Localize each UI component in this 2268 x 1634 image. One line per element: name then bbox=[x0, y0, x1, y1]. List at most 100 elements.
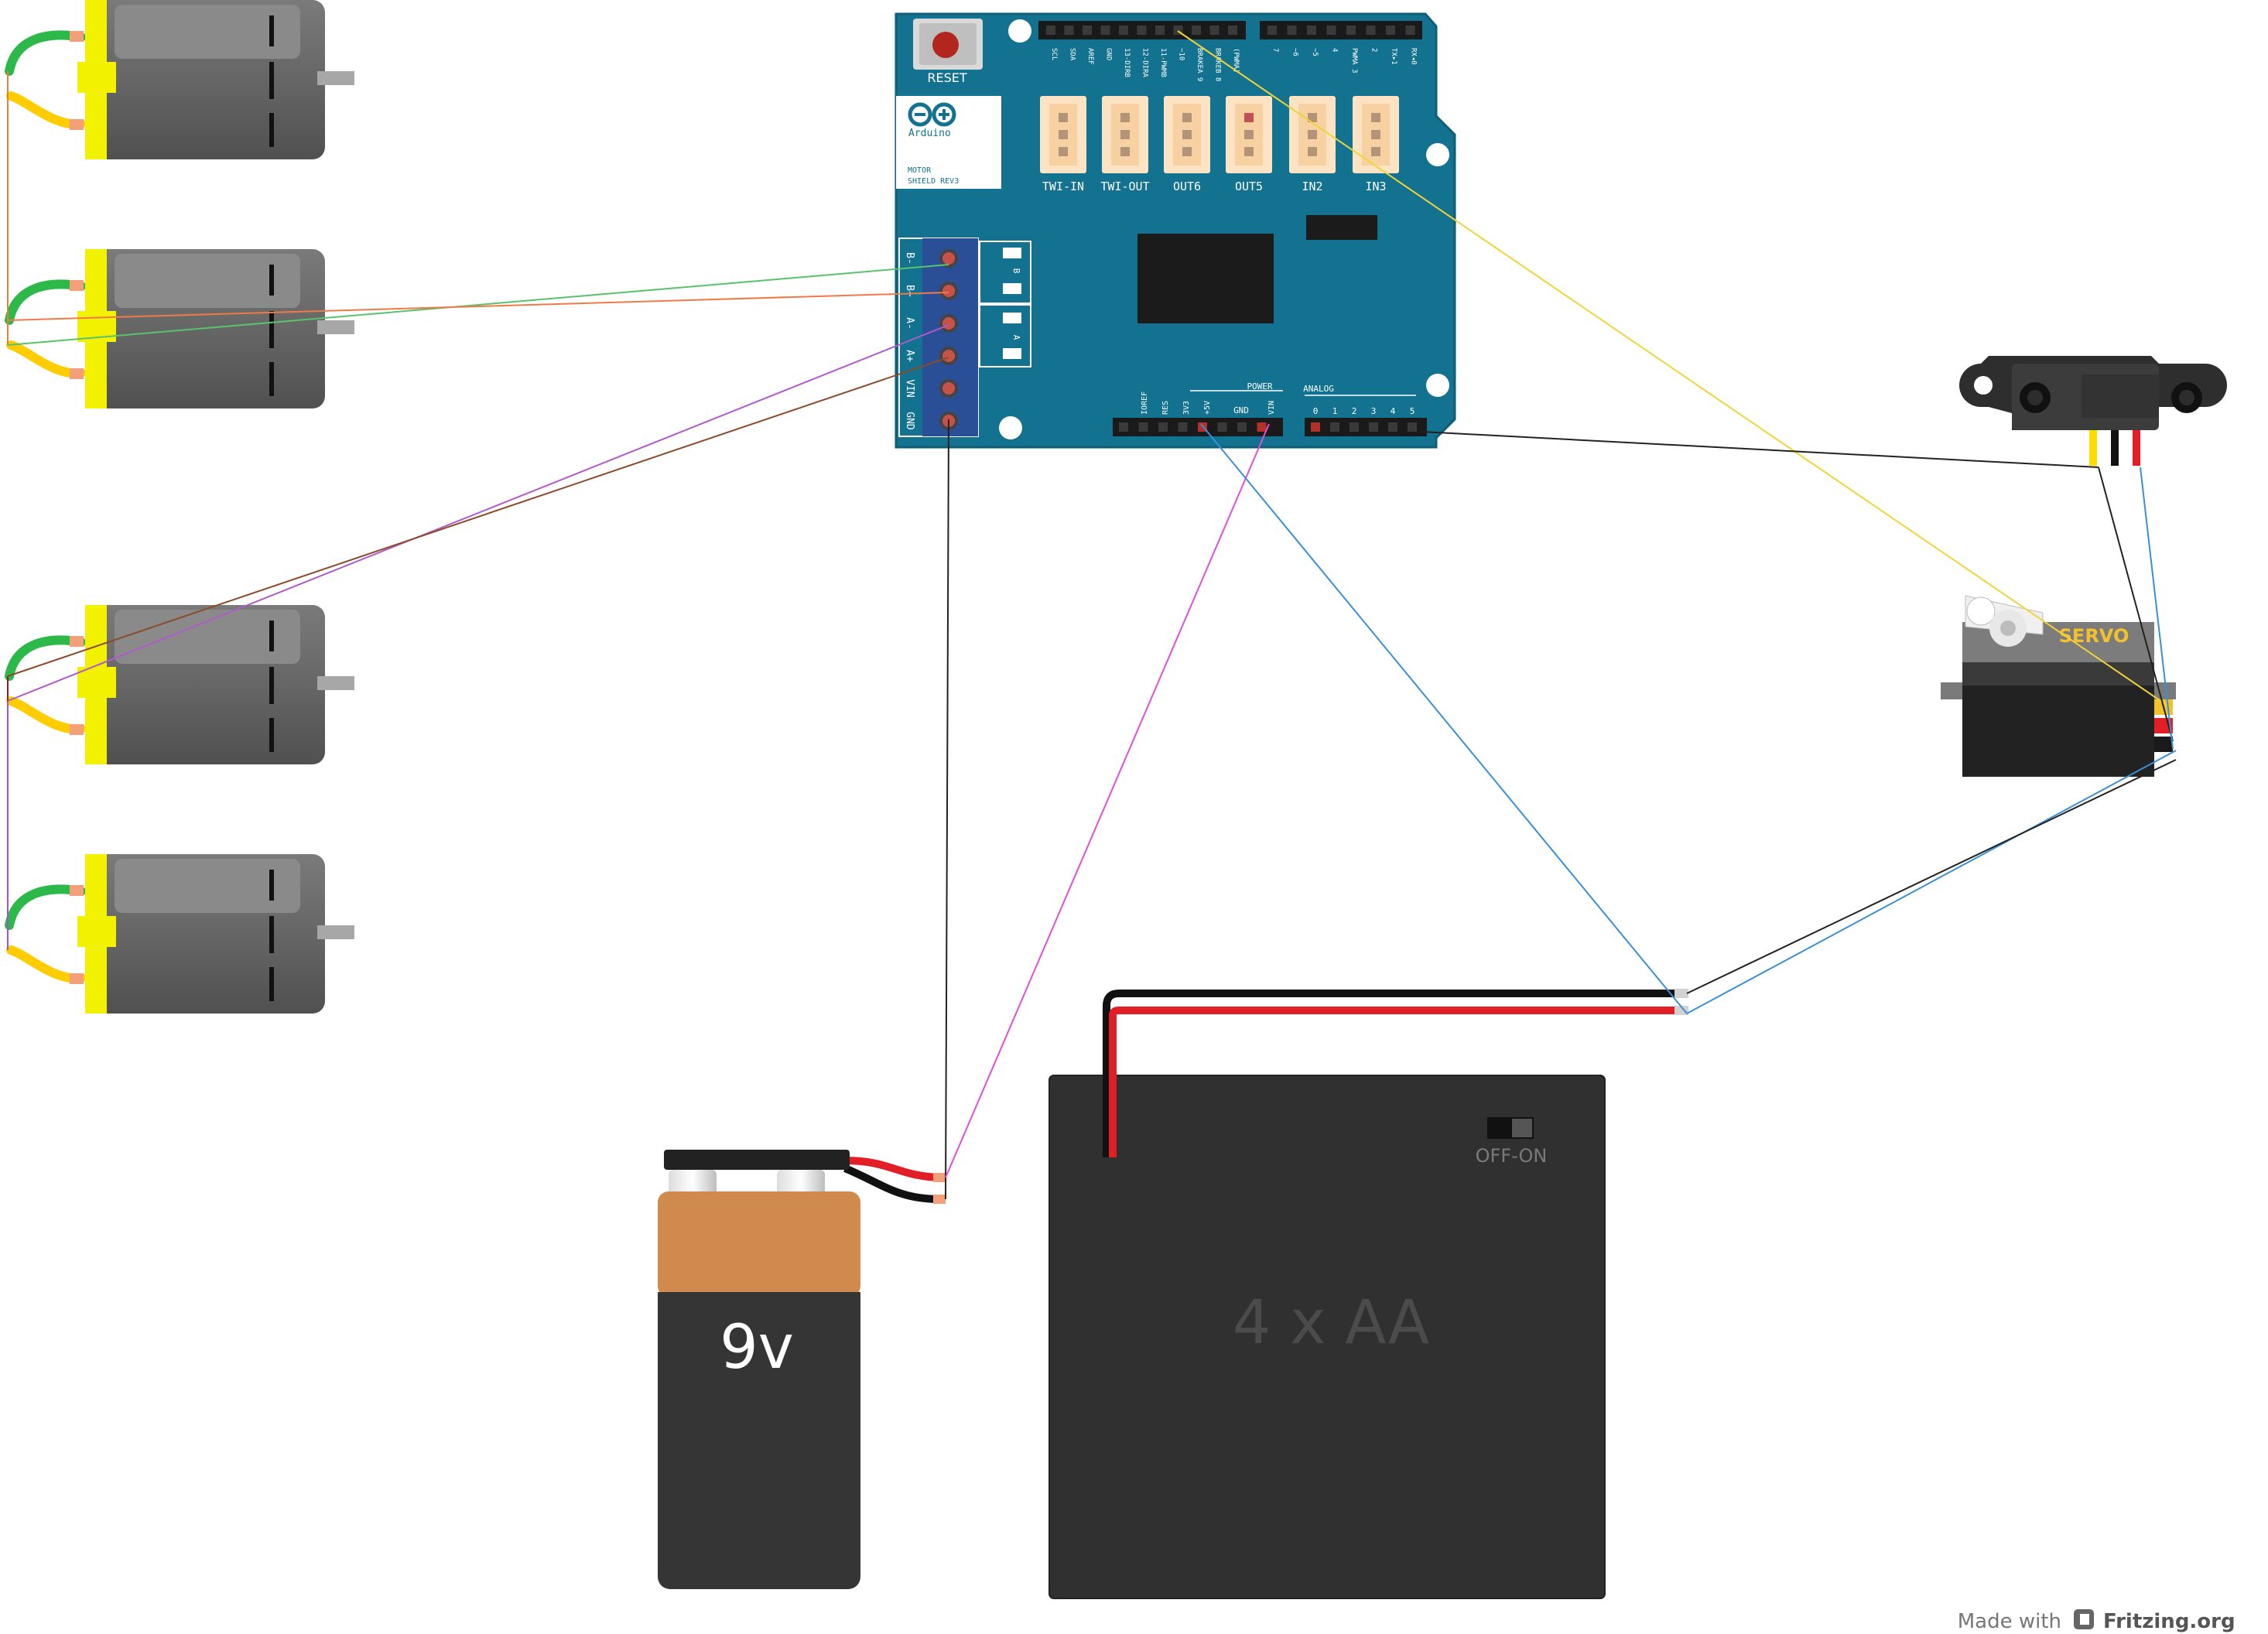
connector-pin bbox=[1244, 147, 1254, 156]
pin-label: 11-PWMB bbox=[1159, 48, 1167, 77]
dc-motor-1[interactable] bbox=[5, 0, 354, 159]
servo-motor[interactable]: SERVO bbox=[1941, 595, 2176, 777]
model-line-2: SHIELD REV3 bbox=[908, 177, 959, 186]
connector-label: IN3 bbox=[1365, 179, 1386, 193]
header-pin[interactable] bbox=[1386, 26, 1395, 35]
connector-pin bbox=[1371, 130, 1380, 139]
terminal-label: VIN bbox=[904, 379, 915, 397]
header-pin[interactable] bbox=[1228, 26, 1237, 35]
header-pin[interactable] bbox=[1209, 26, 1220, 35]
header-pin[interactable] bbox=[1311, 422, 1320, 432]
header-pin[interactable] bbox=[1083, 26, 1092, 35]
dc-motor-4[interactable] bbox=[5, 854, 354, 1014]
dc-motor-3[interactable] bbox=[5, 605, 354, 764]
header-pin[interactable] bbox=[1119, 26, 1128, 35]
wire-black-servo bbox=[1686, 759, 2177, 994]
pin-label: +5V bbox=[1203, 401, 1212, 415]
header-pin[interactable] bbox=[1158, 422, 1168, 432]
header-pin[interactable] bbox=[1408, 422, 1417, 432]
wire-orange-b-plus bbox=[7, 292, 949, 321]
header-pin[interactable] bbox=[1257, 422, 1267, 432]
analog-header[interactable] bbox=[1305, 418, 1427, 436]
header-pin[interactable] bbox=[1307, 26, 1316, 35]
screw-head bbox=[942, 317, 955, 330]
pin-label: RX◂0 bbox=[1410, 48, 1418, 65]
pin-label: 4 bbox=[1331, 48, 1339, 52]
pin-label: 13-DIRB bbox=[1123, 48, 1131, 77]
pin-label: IOREF bbox=[1141, 391, 1149, 415]
terminal-tag-b: B bbox=[1011, 268, 1021, 274]
connector-pin bbox=[1308, 130, 1317, 139]
battery-9v[interactable]: 9v bbox=[658, 1150, 946, 1589]
connector-pin bbox=[1182, 147, 1192, 156]
connector-pin bbox=[1244, 130, 1254, 139]
battery-pack-label: 4 x AA bbox=[1233, 1288, 1429, 1358]
header-pin[interactable] bbox=[1330, 422, 1339, 432]
pin-label: PWMA 3 bbox=[1350, 48, 1358, 73]
connector-label: OUT5 bbox=[1235, 179, 1263, 193]
header-pin[interactable] bbox=[1350, 422, 1359, 432]
connector-pin bbox=[1120, 113, 1130, 122]
reset-button[interactable] bbox=[913, 19, 983, 70]
pin-label: SCL bbox=[1050, 48, 1058, 60]
header-pin[interactable] bbox=[1346, 26, 1356, 35]
digital-header-right[interactable] bbox=[1260, 21, 1422, 39]
connector-pin bbox=[1059, 113, 1068, 122]
connector-pin bbox=[1308, 147, 1317, 156]
pin-label: 7 bbox=[1271, 48, 1279, 52]
header-pin[interactable] bbox=[1192, 26, 1201, 35]
header-pin[interactable] bbox=[1388, 422, 1397, 432]
battery-pack-4aa[interactable]: OFF-ON 4 x AA bbox=[1048, 989, 1688, 1599]
header-pin[interactable] bbox=[1138, 422, 1148, 432]
pin-label: 0 bbox=[1313, 406, 1319, 416]
screw-head bbox=[942, 350, 955, 362]
header-pin[interactable] bbox=[1155, 26, 1165, 35]
dc-motor-2[interactable] bbox=[5, 249, 354, 408]
terminal-label: A- bbox=[904, 317, 915, 330]
pin-label: BRAKEA 9 bbox=[1196, 48, 1203, 81]
header-pin[interactable] bbox=[1369, 422, 1378, 432]
header-pin[interactable] bbox=[1267, 26, 1277, 35]
header-pin[interactable] bbox=[1326, 26, 1336, 35]
header-pin[interactable] bbox=[1064, 26, 1074, 35]
header-pin[interactable] bbox=[1119, 422, 1128, 432]
pin-label: 2 bbox=[1370, 48, 1378, 52]
header-pin[interactable] bbox=[1366, 26, 1376, 35]
header-pin[interactable] bbox=[1287, 26, 1297, 35]
reset-label: RESET bbox=[927, 70, 966, 85]
header-pin[interactable] bbox=[1100, 26, 1110, 35]
header-pin[interactable] bbox=[1178, 422, 1188, 432]
terminal-label: B- bbox=[904, 252, 915, 265]
header-pin[interactable] bbox=[1137, 26, 1147, 35]
pin-label: 2 bbox=[1352, 406, 1357, 416]
connector-pin bbox=[1308, 113, 1317, 122]
pin-label: SDA bbox=[1069, 48, 1076, 61]
header-pin[interactable] bbox=[1046, 26, 1055, 35]
wire-black-analog bbox=[1421, 431, 2099, 468]
motor-driver-chip bbox=[1137, 234, 1274, 323]
pin-label: 4 bbox=[1391, 406, 1396, 416]
ir-distance-sensor[interactable] bbox=[1959, 356, 2250, 466]
connector-pin bbox=[1120, 130, 1130, 139]
pin-label: 3V3 bbox=[1182, 401, 1191, 415]
logo-panel bbox=[896, 96, 1001, 189]
header-pin[interactable] bbox=[1217, 422, 1227, 432]
pin-label: ~6 bbox=[1291, 48, 1299, 56]
wire-pink-9v-vin bbox=[945, 423, 1270, 1178]
mount-hole bbox=[1008, 19, 1031, 43]
header-pin[interactable] bbox=[1405, 26, 1415, 35]
pin-label: BRAKEB 8 bbox=[1214, 48, 1222, 81]
terminal-label: A+ bbox=[904, 350, 915, 362]
screw-head bbox=[942, 382, 955, 395]
header-pin[interactable] bbox=[1237, 422, 1247, 432]
fritzing-brand: Fritzing.org bbox=[2103, 1610, 2236, 1633]
screw-terminal-block[interactable] bbox=[922, 238, 978, 436]
terminal-tag-a: A bbox=[1011, 335, 1021, 340]
connector-pin bbox=[1059, 147, 1068, 156]
wire-black-9v-gnd bbox=[945, 419, 949, 1200]
